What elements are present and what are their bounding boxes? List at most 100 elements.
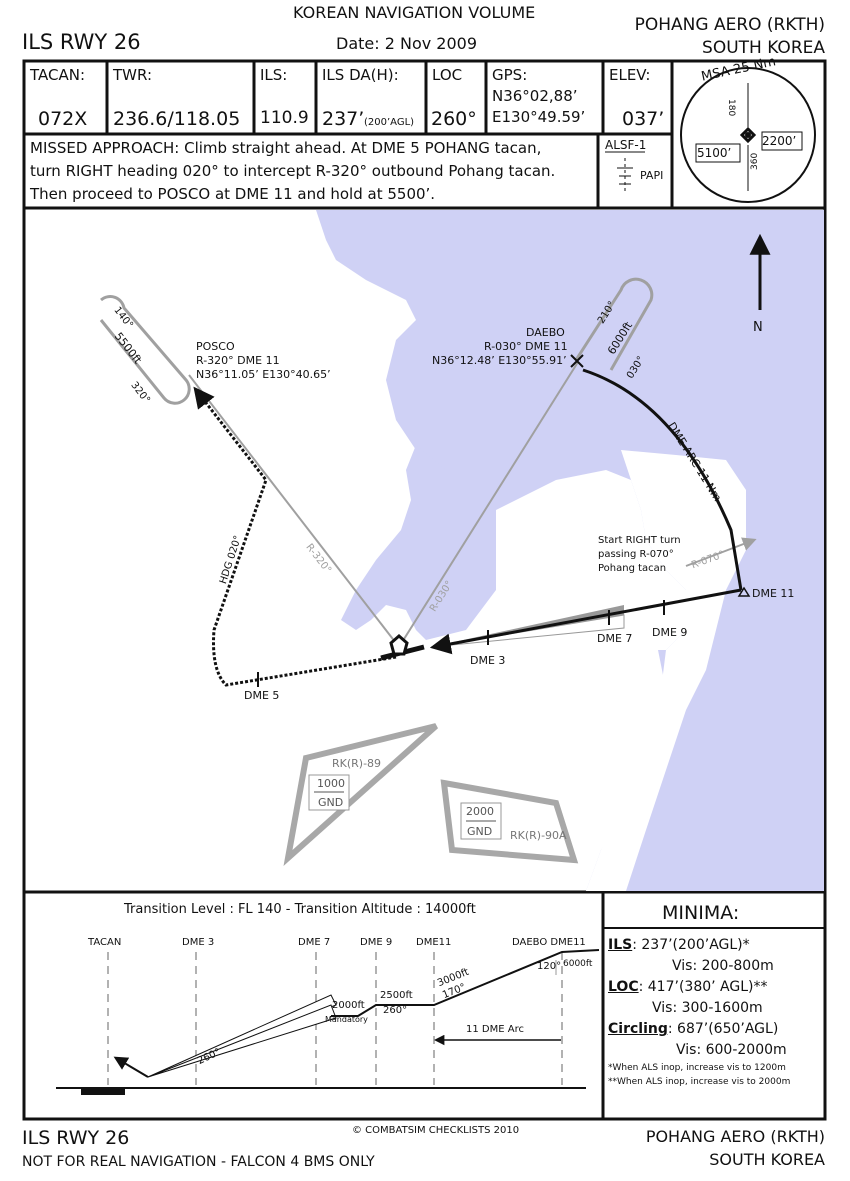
profile-arc-label: 11 DME Arc [466, 1024, 524, 1035]
missed-line-2: turn RIGHT heading 020° to intercept R-3… [30, 162, 556, 180]
approach-lights-icon [605, 151, 645, 194]
papi-label: PAPI [640, 169, 664, 182]
rk89-gnd: GND [318, 796, 344, 809]
profile-dme9: DME 9 [360, 937, 393, 948]
restricted-area-rk90a [440, 779, 579, 864]
profile-tacan: TACAN [88, 937, 122, 948]
footer-disclaimer: NOT FOR REAL NAVIGATION - FALCON 4 BMS O… [22, 1154, 375, 1170]
minima-ils-vis: Vis: 200-800m [672, 958, 774, 974]
posco-radial: R-320° DME 11 [196, 354, 280, 367]
north-label: N [753, 320, 763, 335]
twr-value: 236.6/118.05 [113, 108, 241, 130]
tacan-label: TACAN: [30, 66, 86, 84]
radial-r030 [398, 361, 579, 648]
profile-dme3: DME 3 [182, 937, 215, 948]
minima-loc-label: LOC [608, 979, 639, 995]
profile-dme11: DME11 [416, 937, 452, 948]
gps-lon: E130°49.59’ [492, 108, 586, 126]
volume-title: KOREAN NAVIGATION VOLUME [293, 3, 536, 22]
minima-circ-label: Circling [608, 1021, 668, 1037]
daebo-coord: N36°12.48’ E130°55.91’ [432, 354, 567, 367]
turn-note-3: Pohang tacan [598, 563, 667, 574]
msa-left-alt: 5100’ [697, 146, 732, 160]
missed-line-1: MISSED APPROACH: Climb straight ahead. A… [30, 139, 542, 157]
rk89-alt: 1000 [317, 777, 345, 790]
airport-name: POHANG AERO (RKTH) [634, 15, 825, 35]
posco-coord: N36°11.05’ E130°40.65’ [196, 368, 331, 381]
gps-lat: N36°02,88’ [492, 87, 578, 105]
ils-freq-value: 110.9 [260, 108, 309, 128]
minima-loc-value: : 417’(380’ AGL)** [638, 979, 768, 995]
missed-approach-track [193, 386, 397, 687]
dme7-label: DME 7 [597, 632, 633, 645]
profile-crs-120: 120° [537, 961, 562, 972]
minima-ils: ILS: 237’(200’AGL)* [608, 935, 750, 956]
rk90a-alt: 2000 [466, 805, 494, 818]
dme-arc [582, 368, 743, 591]
plan-view-map [99, 210, 824, 891]
ils-freq-label: ILS: [260, 66, 288, 84]
restricted-area-rk89 [283, 723, 438, 867]
dme11-label: DME 11 [752, 587, 795, 600]
rk89-label: RK(R)-89 [332, 757, 382, 770]
harbor-land [586, 450, 746, 891]
msa-right-alt: 2200’ [762, 134, 797, 148]
ils-da-label: ILS DA(H): [322, 66, 399, 84]
radial-r320 [188, 374, 400, 648]
rk90a-gnd: GND [467, 825, 493, 838]
chart-date: Date: 2 Nov 2009 [336, 34, 478, 53]
minima-circ-value: : 687’(650’AGL) [667, 1021, 779, 1037]
daebo-fix-icon [570, 354, 584, 368]
minima-circ-vis: Vis: 600-2000m [676, 1042, 787, 1058]
minima-loc-vis: Vis: 300-1600m [652, 1000, 763, 1016]
tacan-symbol [389, 634, 409, 656]
minima-note-2: **When ALS inop, increase vis to 2000m [608, 1077, 791, 1087]
alsf-label: ALSF-1 [605, 138, 647, 152]
minima-title: MINIMA: [662, 902, 740, 924]
dme3-label: DME 3 [470, 654, 506, 667]
profile-alt-6000: 6000ft [563, 959, 593, 969]
country-name: SOUTH KOREA [702, 38, 825, 58]
ils-da-agl: (200’AGL) [364, 117, 415, 128]
ils-feather-grey [431, 605, 624, 647]
peninsula-land [496, 470, 686, 650]
profile-dme7: DME 7 [298, 937, 331, 948]
transition-note: Transition Level : FL 140 - Transition A… [124, 902, 476, 917]
missed-line-3: Then proceed to POSCO at DME 11 and hold… [30, 185, 436, 203]
radial-r070 [685, 537, 757, 567]
minima-loc: LOC: 417’(380’ AGL)** [608, 977, 767, 998]
profile-alt-2000: 2000ft [332, 1000, 365, 1011]
elev-value: 037’ [622, 108, 665, 130]
footer-copyright: © COMBATSIM CHECKLISTS 2010 [352, 1125, 520, 1136]
dme9-label: DME 9 [652, 626, 688, 639]
profile-alt-2500: 2500ft [380, 990, 413, 1001]
profile-mandatory: Mandatory [325, 1015, 368, 1024]
ils-da-value: 237’ [322, 108, 365, 130]
turn-note-2: passing R-070° [598, 549, 674, 560]
minima-ils-label: ILS [608, 937, 633, 953]
loc-label: LOC [432, 66, 463, 84]
dme5-label: DME 5 [244, 689, 280, 702]
turn-note-1: Start RIGHT turn [598, 535, 681, 546]
daebo-hold [574, 277, 654, 371]
profile-daebo: DAEBO DME11 [512, 937, 586, 948]
posco-hold [99, 295, 191, 405]
rk90a-label: RK(R)-90A [510, 829, 567, 842]
twr-label: TWR: [113, 66, 153, 84]
msa-radial-360: 360 [750, 152, 760, 170]
minima-note-1: *When ALS inop, increase vis to 1200m [608, 1063, 786, 1073]
profile-crs-260a: 260° [383, 1005, 408, 1016]
bay-area [341, 445, 506, 640]
minima-circling: Circling: 687’(650’AGL) [608, 1019, 778, 1040]
daebo-name: DAEBO [526, 326, 565, 339]
loc-value: 260° [431, 108, 477, 130]
footer-country: SOUTH KOREA [709, 1150, 825, 1169]
procedure-title: ILS RWY 26 [22, 30, 141, 54]
msa-radial-180: 180 [726, 99, 736, 117]
footer-airport: POHANG AERO (RKTH) [645, 1127, 825, 1146]
daebo-radial: R-030° DME 11 [484, 340, 568, 353]
elev-label: ELEV: [609, 66, 651, 84]
dme11-fix-icon [737, 586, 751, 597]
footer-procedure: ILS RWY 26 [22, 1127, 130, 1149]
